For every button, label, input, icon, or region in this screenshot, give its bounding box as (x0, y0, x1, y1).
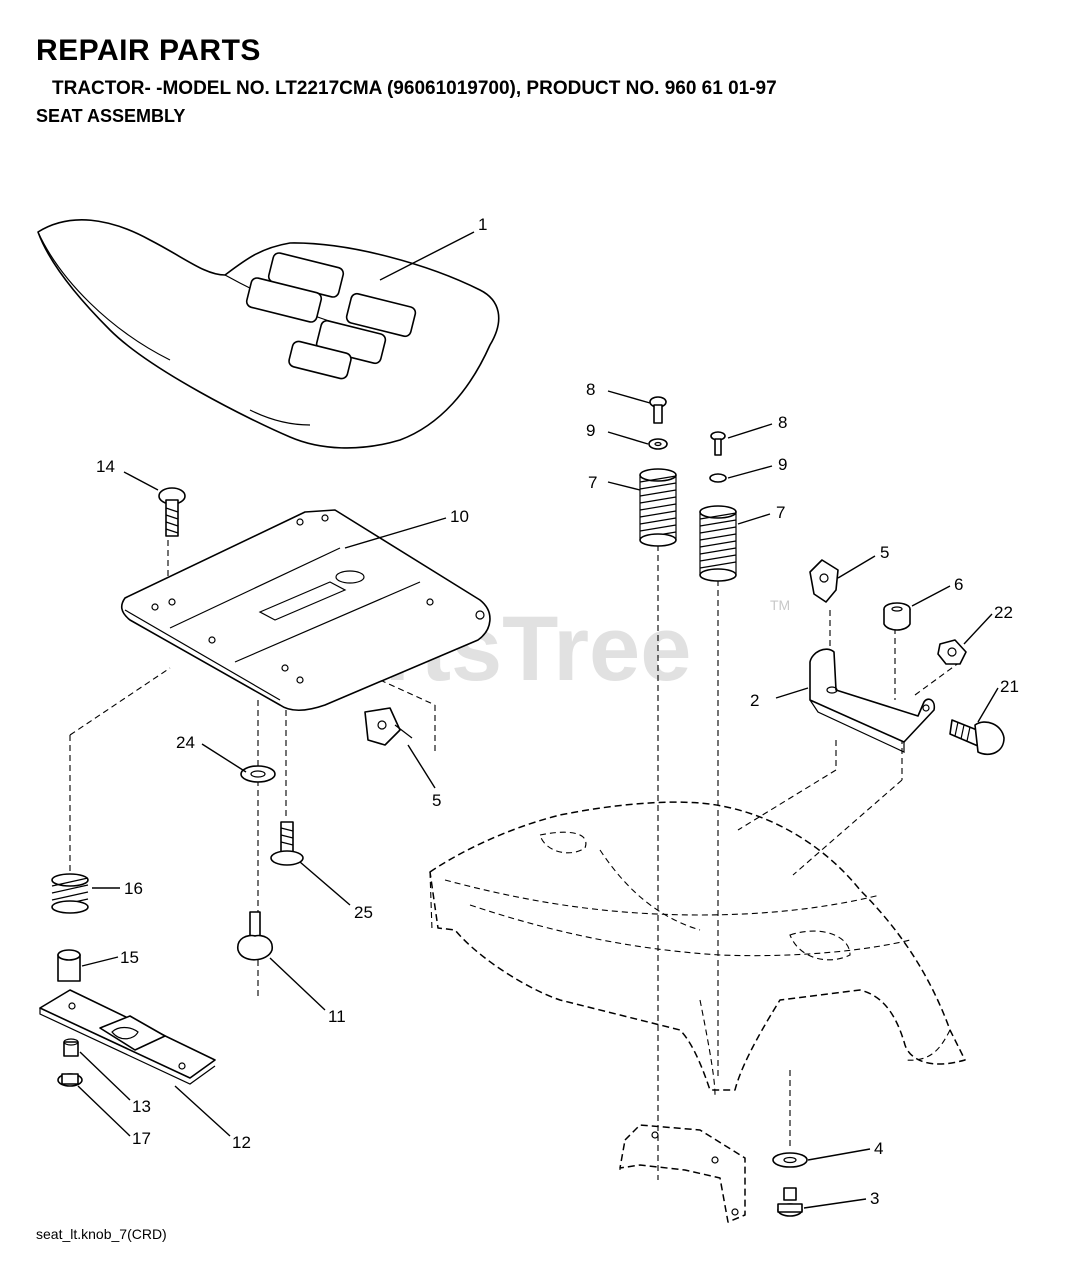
callout-17: 17 (132, 1129, 151, 1148)
callout-21: 21 (1000, 677, 1019, 696)
seat[interactable] (37, 219, 500, 449)
callout-13: 13 (132, 1097, 151, 1116)
slide-plate-12[interactable] (39, 989, 216, 1085)
bolt-8-right[interactable] (710, 431, 726, 456)
callout-9-left: 9 (586, 421, 595, 440)
callout-2: 2 (750, 691, 759, 710)
callout-5-bracket: 5 (880, 543, 889, 562)
tractor-fender (429, 801, 966, 1223)
callout-14: 14 (96, 457, 115, 476)
callout-5-pan: 5 (432, 791, 441, 810)
washer-4[interactable] (772, 1152, 808, 1168)
clip-5-bracket[interactable] (809, 559, 839, 603)
callout-25: 25 (354, 903, 373, 922)
callout-7-left: 7 (588, 473, 597, 492)
callout-3: 3 (870, 1189, 879, 1208)
page-title: REPAIR PARTS (36, 34, 261, 67)
spring-7-right[interactable] (699, 505, 737, 582)
nut-3[interactable] (777, 1187, 803, 1217)
section-title: SEAT ASSEMBLY (36, 106, 186, 126)
callout-labels: 1 14 10 5 24 25 16 15 11 12 13 17 8 9 7 … (96, 215, 1019, 1208)
shoulder-bolt-25[interactable] (270, 821, 304, 866)
callout-12: 12 (232, 1133, 251, 1152)
drawing-reference: seat_lt.knob_7(CRD) (36, 1226, 167, 1242)
callout-11: 11 (328, 1007, 346, 1026)
bolt-8-left[interactable] (649, 396, 667, 424)
callout-8-right: 8 (778, 413, 787, 432)
leader-lines (77, 231, 999, 1209)
nut-22[interactable] (937, 639, 967, 665)
spacer-15[interactable] (57, 949, 81, 982)
callout-22: 22 (994, 603, 1013, 622)
callout-1: 1 (478, 215, 487, 234)
watermark-trademark: TM (770, 597, 790, 613)
callout-9-right: 9 (778, 455, 787, 474)
callout-15: 15 (120, 948, 139, 967)
spring-7-left[interactable] (639, 468, 677, 547)
callout-7-right: 7 (776, 503, 785, 522)
model-subtitle: TRACTOR- -MODEL NO. LT2217CMA (960610197… (52, 78, 777, 99)
bolt-14[interactable] (158, 487, 186, 537)
nut-13[interactable] (63, 1038, 79, 1057)
washer-9-left[interactable] (648, 438, 668, 450)
pivot-bracket-2[interactable] (809, 648, 936, 753)
bushing-6[interactable] (883, 602, 911, 631)
callout-6: 6 (954, 575, 963, 594)
spring-16[interactable] (51, 873, 89, 914)
callout-8-left: 8 (586, 380, 595, 399)
bolt-21[interactable] (949, 719, 1005, 756)
callout-10: 10 (450, 507, 469, 526)
seat-pan[interactable] (120, 509, 491, 712)
callout-16: 16 (124, 879, 143, 898)
callout-4: 4 (874, 1139, 883, 1158)
knob-11[interactable] (237, 911, 273, 961)
clip-5-pan[interactable] (364, 707, 413, 746)
washer-24[interactable] (240, 765, 276, 783)
callout-24: 24 (176, 733, 195, 752)
washer-9-right[interactable] (709, 473, 727, 483)
washer-17[interactable] (57, 1073, 83, 1087)
